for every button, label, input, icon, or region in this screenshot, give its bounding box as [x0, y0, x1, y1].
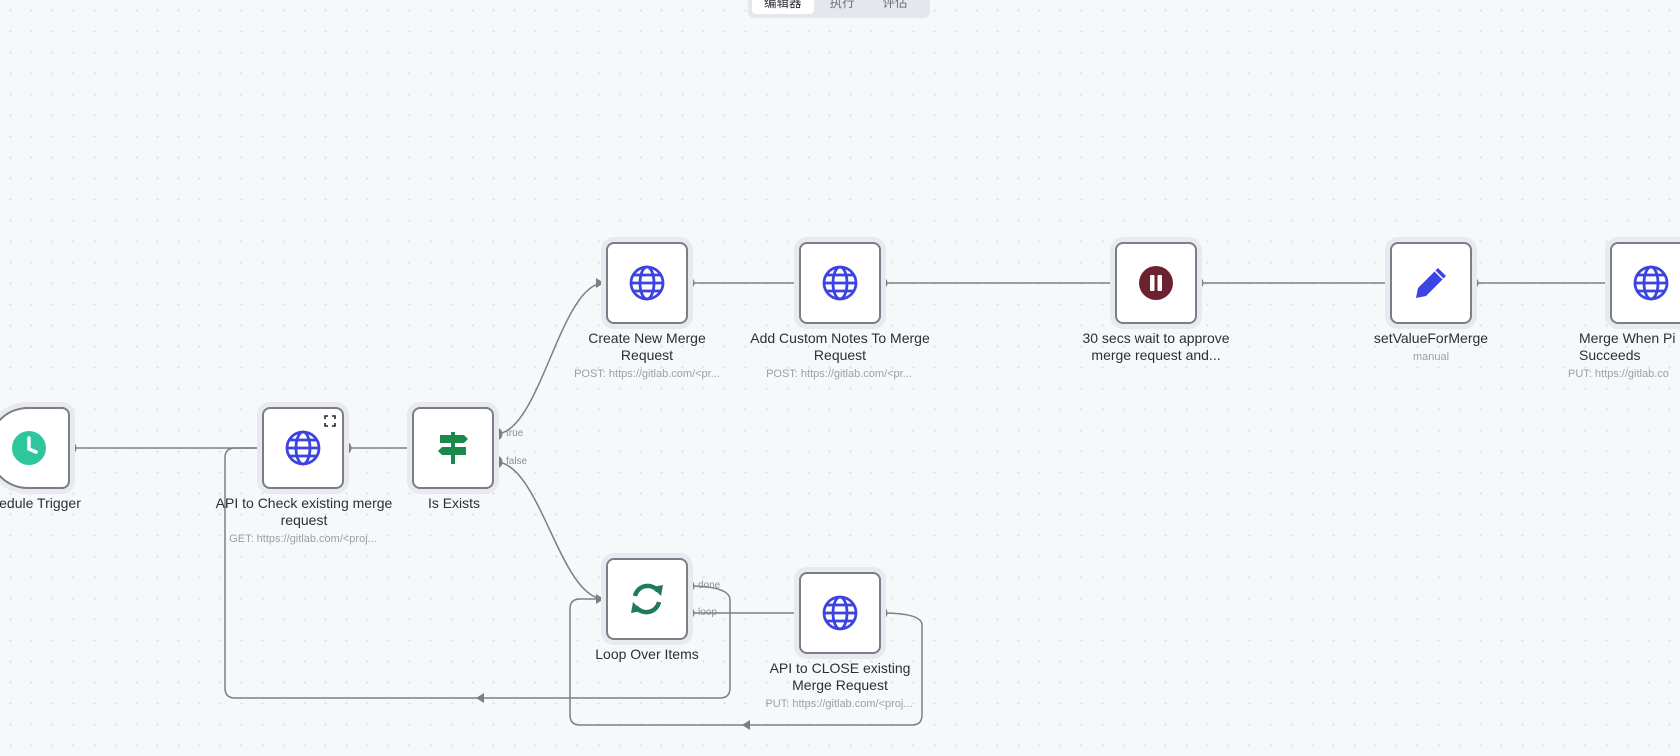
node-label: API to CLOSE existing Merge Request	[769, 660, 911, 693]
input-handle	[1387, 276, 1392, 290]
tab-editor[interactable]: 编辑器	[752, 0, 814, 14]
output-label-loop: loop	[698, 607, 717, 618]
node-merge-when-pipeline-succeeds[interactable]	[1610, 242, 1680, 324]
node-subtitle: manual	[1412, 351, 1450, 363]
globe-icon	[1633, 265, 1669, 301]
pause-icon	[1139, 266, 1173, 300]
node-subtitle: PUT: https://gitlab.co	[1568, 368, 1669, 380]
node-label: API to Check existing merge request	[215, 495, 393, 528]
node-label: Add Custom Notes To Merge Request	[750, 330, 930, 363]
node-loop-over-items[interactable]	[606, 558, 688, 640]
edge-exists-true-to-create	[495, 282, 605, 435]
node-is-exists[interactable]	[412, 407, 494, 489]
node-label: Merge When Pi Succeeds	[1579, 330, 1676, 363]
edge-arrow	[742, 720, 750, 730]
node-label: Loop Over Items	[595, 646, 699, 662]
node-label: Is Exists	[427, 495, 481, 511]
edge-loop-done-back	[224, 447, 731, 699]
node-wait[interactable]	[1115, 242, 1197, 324]
input-handle	[258, 441, 263, 455]
expand-icon[interactable]	[324, 415, 336, 427]
input-handle	[1607, 276, 1612, 290]
node-schedule-trigger[interactable]	[0, 407, 70, 489]
node-label: setValueForMerge	[1373, 330, 1489, 346]
edge-arrow	[596, 594, 604, 604]
node-subtitle: PUT: https://gitlab.com/<proj...	[765, 698, 913, 710]
output-label-false: false	[506, 456, 528, 467]
tab-evaluations[interactable]: 评估	[882, 0, 908, 10]
output-label-done: done	[698, 580, 721, 591]
node-create-merge-request[interactable]	[606, 242, 688, 324]
input-handle	[795, 606, 800, 620]
node-subtitle: POST: https://gitlab.com/<pr...	[766, 368, 912, 380]
input-handle	[408, 441, 413, 455]
globe-icon	[822, 265, 858, 301]
node-api-check-existing[interactable]	[262, 407, 344, 489]
edge-arrow	[596, 278, 604, 288]
node-subtitle: POST: https://gitlab.com/<pr...	[574, 368, 720, 380]
clock-icon	[12, 431, 46, 465]
edge-close-back-to-loop	[569, 598, 923, 726]
node-subtitle: GET: https://gitlab.com/<proj...	[229, 533, 377, 545]
edge-exists-false-to-loop	[495, 461, 605, 600]
node-add-custom-notes[interactable]	[799, 242, 881, 324]
node-label: Create New Merge Request	[588, 330, 706, 363]
input-handle	[795, 276, 800, 290]
signpost-icon	[438, 432, 468, 464]
globe-icon	[285, 430, 321, 466]
node-api-close-existing[interactable]	[799, 572, 881, 654]
globe-icon	[822, 595, 858, 631]
globe-icon	[629, 265, 665, 301]
output-label-true: true	[506, 428, 524, 439]
node-set-value-for-merge[interactable]	[1390, 242, 1472, 324]
input-handle	[1112, 276, 1117, 290]
tab-executions[interactable]: 执行	[829, 0, 855, 10]
view-tabs: 编辑器 执行 评估	[748, 0, 930, 18]
edge-arrow	[476, 693, 484, 703]
node-label: 30 secs wait to approve merge request an…	[1082, 330, 1230, 363]
node-label: edule Trigger	[0, 495, 81, 511]
refresh-icon	[631, 583, 663, 615]
pencil-icon	[1416, 268, 1446, 298]
